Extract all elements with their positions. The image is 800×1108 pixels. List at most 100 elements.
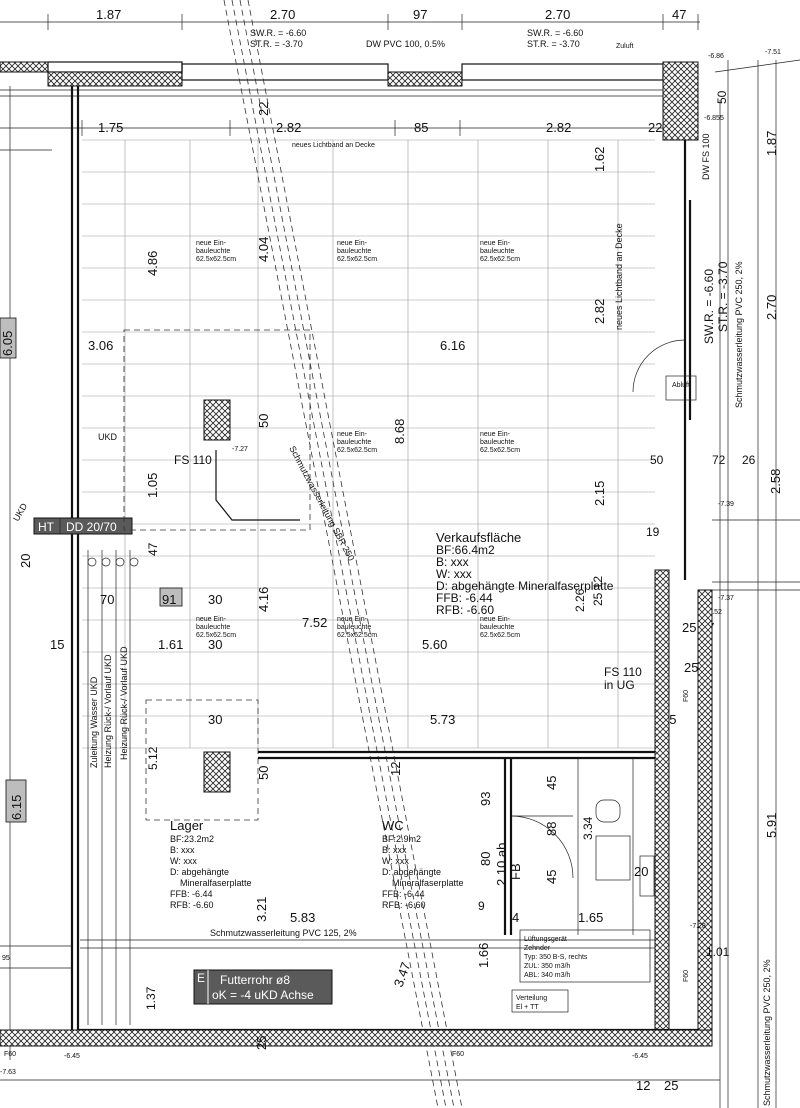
dim-12: 12 [388, 762, 403, 776]
svg-text:FFB: -6.44: FFB: -6.44 [382, 889, 425, 899]
svg-text:RFB: -6.60: RFB: -6.60 [170, 900, 214, 910]
svg-text:ABL: 340 m3/h: ABL: 340 m3/h [524, 972, 570, 979]
dim-583: 5.83 [290, 910, 315, 925]
dim-50-top-right: 50 [715, 90, 729, 104]
dw-pvc-label: DW PVC 100, 0.5% [366, 39, 445, 49]
dim-20b: 20 [634, 864, 648, 879]
zuluft-label: Zuluft [616, 43, 634, 50]
dim-615-badge [5, 779, 27, 823]
svg-text:W: xxx: W: xxx [170, 856, 197, 866]
svg-text:bauleuchte: bauleuchte [480, 624, 514, 631]
sewer-left-str: ST.R. = -3.70 [250, 39, 303, 49]
level-7-28: -7.28 [690, 923, 706, 930]
dim-25c: 25 [254, 1036, 269, 1050]
dim-605-badge [0, 317, 17, 359]
room-wc: WC BF:2.9m2 B: xxx W: xxx D: abgehängte … [382, 818, 464, 910]
dim-50b: 50 [650, 453, 664, 467]
pipe-label-heating-2: Heizung Rück-/ Vorlauf UKD [119, 646, 129, 760]
dim-row2-5: 22 [648, 120, 662, 135]
dashed-zone-upper [123, 329, 311, 531]
light-fixture-6: neue Ein- bauleuchte 62.5x62.5cm [196, 616, 236, 639]
f60-label-3: F60 [4, 1051, 16, 1058]
sewer-right-str: ST.R. = -3.70 [527, 39, 580, 49]
dim-88: 88 [544, 822, 559, 836]
top-wall [0, 61, 699, 141]
svg-text:B: xxx: B: xxx [382, 845, 407, 855]
svg-text:Mineralfaserplatte: Mineralfaserplatte [392, 878, 464, 888]
distribution-box: Verteilung El + TT [511, 989, 569, 1013]
svg-text:oK = -4 uKD Achse: oK = -4 uKD Achse [212, 988, 314, 1002]
dim-2512: 25 12 [591, 576, 605, 606]
room-title-wc: WC [382, 818, 404, 833]
dim-30b: 30 [208, 637, 222, 652]
svg-text:bauleuchte: bauleuchte [196, 248, 230, 255]
dim-306: 3.06 [88, 338, 113, 353]
pipe-label-heating-1: Heizung Rück-/ Vorlauf UKD [103, 654, 113, 768]
pipe-marker-1 [87, 557, 97, 567]
ceiling-grid [82, 139, 655, 749]
svg-text:B: xxx: B: xxx [436, 555, 469, 569]
svg-text:D: abgehängte Mineralfaserplat: D: abgehängte Mineralfaserplatte [436, 579, 614, 593]
dim-50a: 50 [256, 414, 271, 428]
dim-15: 15 [50, 637, 64, 652]
svg-text:neue Ein-: neue Ein- [337, 240, 368, 247]
level-7-27: -7.27 [232, 446, 248, 453]
svg-text:bauleuchte: bauleuchte [337, 248, 371, 255]
dim-321: 3.21 [254, 897, 269, 922]
level-7-37: -7.37 [718, 595, 734, 602]
dim-137: 1.37 [144, 986, 158, 1010]
level-6-52: -6.52 [706, 609, 722, 616]
dim-226: 2.26 [573, 588, 587, 612]
sewer-mid-swr: SW.R. = -6.60 [702, 269, 716, 344]
svg-text:62.5x62.5cm: 62.5x62.5cm [337, 632, 377, 639]
svg-text:neue Ein-: neue Ein- [480, 240, 511, 247]
sewer-right-swr: SW.R. = -6.60 [527, 28, 583, 38]
svg-text:62.5x62.5cm: 62.5x62.5cm [196, 632, 236, 639]
room-verkaufsflaeche: Verkaufsfläche BF:66.4m2 B: xxx W: xxx D… [436, 530, 614, 617]
svg-text:62.5x62.5cm: 62.5x62.5cm [480, 447, 520, 454]
pipe-marker-2 [101, 557, 111, 567]
svg-text:B: xxx: B: xxx [170, 845, 195, 855]
light-fixture-7: neue Ein- bauleuchte 62.5x62.5cm [337, 616, 377, 639]
f60-label-1: F60 [683, 690, 690, 702]
dim-top-4: 2.70 [545, 7, 570, 22]
dim-416: 4.16 [256, 587, 271, 612]
svg-text:62.5x62.5cm: 62.5x62.5cm [337, 447, 377, 454]
dim-334: 3.34 [581, 816, 595, 840]
door-height-2: FB [508, 863, 523, 880]
level-6-45-right: -6.45 [632, 1053, 648, 1060]
room-lager: Lager BF:23.2m2 B: xxx W: xxx D: abgehän… [170, 818, 252, 910]
dim-615: 6.15 [9, 795, 24, 820]
column-1 [203, 399, 231, 441]
dim-93: 93 [478, 792, 493, 806]
futterrohr-badge: E Futterrohr ø8 oK = -4 uKD Achse [193, 969, 333, 1005]
sewer-sbr-label: Schmutzwasserleitung SBR 250 [287, 444, 356, 562]
dim-573: 5.73 [430, 712, 455, 727]
dd-label: DD 20/70 [66, 520, 117, 534]
dim-row2-2: 2.82 [276, 120, 301, 135]
dim-30a: 30 [208, 592, 222, 607]
svg-text:62.5x62.5cm: 62.5x62.5cm [196, 256, 236, 263]
svg-text:RFB: -6.60: RFB: -6.60 [436, 603, 494, 617]
bottom-wall [0, 1029, 713, 1047]
ukd-label: UKD [98, 432, 118, 442]
dim-50c: 50 [256, 766, 271, 780]
svg-text:neue Ein-: neue Ein- [480, 616, 511, 623]
svg-text:62.5x62.5cm: 62.5x62.5cm [337, 256, 377, 263]
dim-347: 3.47 [391, 960, 414, 989]
svg-text:bauleuchte: bauleuchte [337, 624, 371, 631]
level-7-63: -7.63 [0, 1069, 16, 1076]
abluft-box [665, 375, 697, 401]
dim-47: 47 [146, 542, 160, 556]
ht-dd-badge [33, 517, 133, 535]
wc-fixtures [510, 799, 655, 897]
dim-91-badge [159, 587, 183, 607]
lichtband-label: neues Lichtband an Decke [292, 142, 375, 149]
svg-text:62.5x62.5cm: 62.5x62.5cm [480, 256, 520, 263]
dim-top-1: 1.87 [96, 7, 121, 22]
dim-12b: 12 [636, 1078, 650, 1093]
svg-text:El + TT: El + TT [516, 1004, 539, 1011]
dim-72: 72 [712, 453, 726, 467]
level-6-45-left: -6.45 [64, 1053, 80, 1060]
svg-text:bauleuchte: bauleuchte [480, 439, 514, 446]
